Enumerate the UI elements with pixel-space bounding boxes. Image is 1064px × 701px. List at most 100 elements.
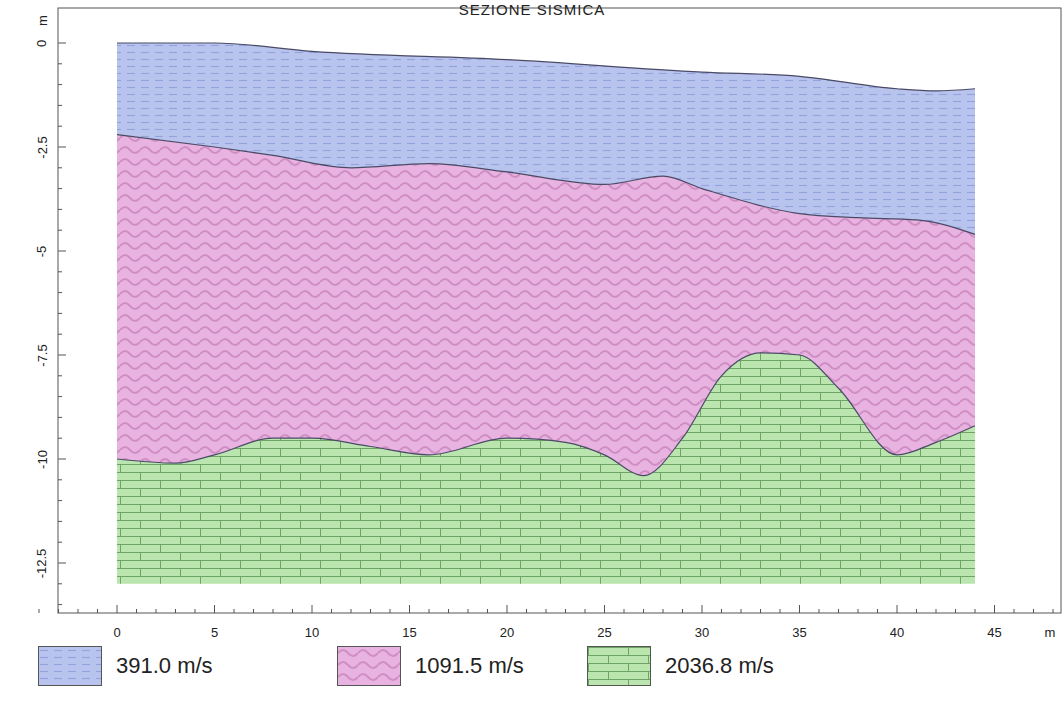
x-tick — [487, 609, 488, 613]
x-axis-label: 45 — [987, 626, 1001, 639]
x-tick — [292, 609, 293, 613]
x-axis-label: 5 — [211, 626, 218, 639]
y-tick — [58, 604, 62, 605]
x-tick — [780, 609, 781, 613]
x-tick — [117, 605, 118, 613]
x-tick — [273, 609, 274, 613]
x-tick — [351, 609, 352, 613]
x-axis-label: m — [1045, 626, 1056, 639]
y-tick — [58, 583, 62, 584]
x-tick — [682, 609, 683, 613]
y-tick — [58, 292, 62, 293]
layer-boundary — [117, 135, 975, 235]
x-tick — [799, 605, 800, 613]
y-tick — [58, 438, 62, 439]
legend-swatch — [38, 646, 102, 686]
x-tick — [58, 609, 59, 613]
swatch-texture — [338, 647, 401, 686]
layer-boundary — [117, 353, 975, 476]
y-tick — [58, 500, 62, 501]
x-tick — [760, 609, 761, 613]
x-tick — [663, 609, 664, 613]
y-tick — [58, 271, 62, 272]
y-tick — [58, 417, 62, 418]
y-tick — [58, 230, 62, 231]
x-axis-label: 30 — [695, 626, 709, 639]
x-axis-label: 35 — [792, 626, 806, 639]
x-tick — [604, 605, 605, 613]
layer-texture — [117, 353, 975, 584]
x-tick — [409, 605, 410, 613]
x-tick — [585, 609, 586, 613]
y-tick — [58, 396, 62, 397]
x-tick — [448, 609, 449, 613]
y-axis-label: -10 — [35, 450, 48, 469]
x-tick — [936, 609, 937, 613]
y-tick — [58, 84, 62, 85]
legend-label: 2036.8 m/s — [665, 655, 774, 677]
swatch-texture — [39, 647, 102, 686]
y-tick — [58, 542, 62, 543]
y-tick — [58, 334, 62, 335]
x-tick — [331, 609, 332, 613]
x-axis-label: 10 — [305, 626, 319, 639]
x-tick — [877, 609, 878, 613]
layer-boundary — [117, 43, 975, 91]
x-tick — [312, 605, 313, 613]
y-tick — [58, 209, 62, 210]
y-tick — [58, 313, 62, 314]
x-tick — [916, 609, 917, 613]
x-tick — [526, 609, 527, 613]
y-tick — [58, 147, 66, 148]
plot-frame — [58, 8, 1061, 613]
x-tick — [370, 609, 371, 613]
x-axis-label: 15 — [402, 626, 416, 639]
y-tick — [58, 479, 62, 480]
y-tick — [58, 251, 66, 252]
x-tick — [546, 609, 547, 613]
y-tick — [58, 563, 66, 564]
x-tick — [214, 605, 215, 613]
y-tick — [58, 105, 62, 106]
y-tick — [58, 355, 66, 356]
y-axis-label: -12.5 — [35, 548, 48, 578]
legend-swatch — [587, 646, 651, 686]
x-tick — [429, 609, 430, 613]
x-tick — [195, 609, 196, 613]
x-tick — [39, 609, 40, 613]
x-tick — [253, 609, 254, 613]
y-tick — [58, 521, 62, 522]
y-axis-label: 0 — [35, 39, 48, 46]
y-tick — [58, 63, 62, 64]
y-tick — [58, 375, 62, 376]
x-tick — [819, 609, 820, 613]
x-tick — [994, 605, 995, 613]
x-axis-label: 0 — [113, 626, 120, 639]
x-axis-label: 40 — [890, 626, 904, 639]
legend-swatch — [337, 646, 401, 686]
x-tick — [97, 609, 98, 613]
x-tick — [643, 609, 644, 613]
x-tick — [955, 609, 956, 613]
x-tick — [507, 605, 508, 613]
x-axis-label: 20 — [500, 626, 514, 639]
x-axis-label: 25 — [597, 626, 611, 639]
y-tick — [58, 459, 66, 460]
velocity-layer — [117, 353, 975, 584]
legend-label: 391.0 m/s — [116, 655, 213, 677]
chart-title: SEZIONE SISMICA — [0, 2, 1064, 17]
y-axis-label: -5 — [36, 245, 49, 257]
x-tick — [858, 609, 859, 613]
x-tick — [897, 605, 898, 613]
x-tick — [721, 609, 722, 613]
x-tick — [175, 609, 176, 613]
x-tick — [468, 609, 469, 613]
y-axis-label: -7.5 — [36, 344, 49, 366]
x-tick — [1014, 609, 1015, 613]
x-tick — [1053, 609, 1054, 613]
swatch-texture — [588, 647, 651, 686]
x-tick — [741, 609, 742, 613]
legend-label: 1091.5 m/s — [415, 655, 524, 677]
